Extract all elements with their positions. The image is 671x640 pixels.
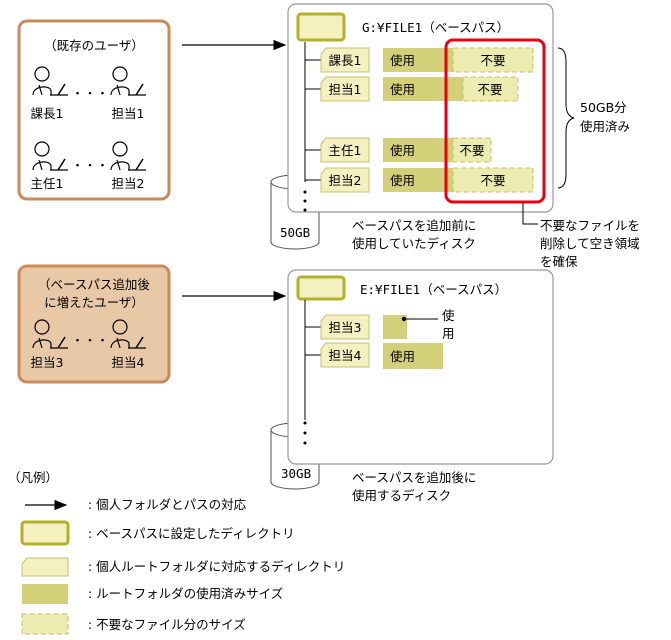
dots: ・・・ xyxy=(71,158,109,173)
user-label: 課長1 xyxy=(31,106,64,121)
svg-text:使用: 使用 xyxy=(390,143,415,158)
unneeded-size-block xyxy=(452,47,534,73)
folder-row: 担当1 使用 不要 xyxy=(320,76,519,102)
svg-text:使用: 使用 xyxy=(390,349,415,364)
legend: （凡例） : 個人フォルダとパスの対応 : ベースパスに設定したディレクトリ :… xyxy=(8,470,345,635)
legend-personal-dir-sample xyxy=(21,557,69,577)
used-brace xyxy=(557,47,575,189)
used-note: 使用済み xyxy=(580,119,630,134)
user-label: 担当1 xyxy=(112,106,145,121)
delete-note: 削除して空き領域 xyxy=(540,236,640,251)
dots: ・・・ xyxy=(71,333,109,348)
used-size-block xyxy=(383,138,453,162)
folder-row: 主任1 使用 不要 xyxy=(320,137,492,163)
used-size-block xyxy=(383,48,453,72)
folder-label: 担当1 xyxy=(329,82,362,97)
disk-g-size: 50GB xyxy=(280,225,310,240)
user-label: 主任1 xyxy=(31,176,64,191)
disk-e-path: E:¥FILE1（ベースパス） xyxy=(360,282,507,297)
folder-label: 課長1 xyxy=(329,53,362,68)
user-label: 担当2 xyxy=(112,176,145,191)
delete-note: 不要なファイルを xyxy=(540,218,640,233)
disk-e-size: 30GB xyxy=(281,466,311,481)
svg-text:使用: 使用 xyxy=(390,53,415,68)
used-size-block xyxy=(383,77,463,101)
existing-users-title: （既存のユーザ） xyxy=(44,38,144,53)
legend-unneeded-sample xyxy=(21,613,69,635)
user-label: 担当4 xyxy=(112,355,145,370)
delete-note: を確保 xyxy=(540,254,578,269)
used-label-vertical: 用 xyxy=(442,326,455,341)
base-path-folder xyxy=(296,275,346,301)
legend-item: : 個人ルートフォルダに対応するディレクトリ xyxy=(88,559,345,574)
new-users-group: （ベースパス追加後 に増えたユーザ） ・・・ 担当3 担当4 xyxy=(17,264,171,384)
folder-label: 担当3 xyxy=(329,320,362,335)
user-label: 担当3 xyxy=(31,355,64,370)
folder-row: 担当3 使 用 xyxy=(320,308,455,341)
folder-row: 担当2 使用 不要 xyxy=(320,167,534,193)
existing-users-box xyxy=(17,19,171,201)
svg-text:不要: 不要 xyxy=(459,143,484,158)
svg-text:使用: 使用 xyxy=(390,82,415,97)
svg-text:不要: 不要 xyxy=(477,82,502,97)
legend-title: （凡例） xyxy=(8,470,58,485)
unneeded-highlight-frame xyxy=(444,38,546,204)
used-size-block xyxy=(383,168,453,192)
legend-item: : ベースパスに設定したディレクトリ xyxy=(88,526,295,541)
disk-g-caption: ベースパスを追加前に xyxy=(352,218,476,233)
folder-row: 課長1 使用 不要 xyxy=(320,47,534,73)
folder-label: 主任1 xyxy=(329,143,362,158)
new-users-title: （ベースパス追加後 xyxy=(38,277,150,292)
disk-e-caption: 使用するディスク xyxy=(352,488,451,503)
legend-base-dir-sample xyxy=(20,520,70,546)
disk-e-caption: ベースパスを追加後に xyxy=(352,470,476,485)
used-size-block xyxy=(383,343,443,369)
legend-item: : 個人フォルダとパスの対応 xyxy=(88,497,247,512)
unneeded-size-block xyxy=(452,137,492,163)
dots: ・・・ xyxy=(71,86,109,101)
folder-row: 担当4 使用 xyxy=(320,342,443,369)
disk-g-group: G:¥FILE1（ベースパス） 課長1 使用 不要 担当1 使用 不要 xyxy=(270,3,554,251)
disk-g-path: G:¥FILE1（ベースパス） xyxy=(362,20,509,35)
svg-text:使用: 使用 xyxy=(390,173,415,188)
used-label-vertical: 使 xyxy=(442,308,455,323)
new-users-box xyxy=(17,264,171,384)
disk-e-group: E:¥FILE1（ベースパス） 担当3 使 用 担当4 使用 30GB ベースパ… xyxy=(270,269,554,503)
unneeded-size-block xyxy=(462,76,519,102)
folder-label: 担当2 xyxy=(329,173,362,188)
used-note: 50GB分 xyxy=(580,100,627,115)
existing-users-group: （既存のユーザ） ・・・ 課長1 担当1 ・・・ 主任1 担当2 xyxy=(17,19,171,201)
delete-note-connector xyxy=(522,202,538,225)
svg-text:不要: 不要 xyxy=(480,53,505,68)
base-path-folder xyxy=(296,12,346,42)
legend-used-sample xyxy=(22,584,68,604)
new-users-title: に増えたユーザ） xyxy=(44,295,144,310)
unneeded-size-block xyxy=(452,167,534,193)
svg-text:不要: 不要 xyxy=(480,173,505,188)
folder-label: 担当4 xyxy=(329,348,362,363)
legend-item: : ルートフォルダの使用済みサイズ xyxy=(88,586,283,601)
disk-g-caption: 使用していたディスク xyxy=(352,236,476,251)
legend-item: : 不要なファイル分のサイズ xyxy=(88,617,246,632)
